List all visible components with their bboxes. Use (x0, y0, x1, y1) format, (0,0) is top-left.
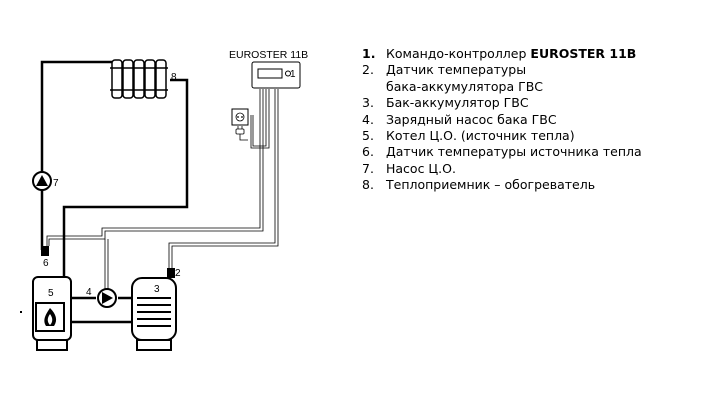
legend-item: 1. Командо-контроллер EUROSTER 11B (362, 46, 637, 61)
ch-pump-number: 7 (53, 178, 59, 189)
power-plug-icon (235, 126, 245, 135)
legend-item: 4. Зарядный насос бака ГВС (362, 111, 557, 127)
radiator-number: 8 (171, 72, 177, 83)
stray-dot (20, 311, 22, 313)
heat-source-sensor (41, 246, 49, 256)
controller-title: EUROSTER 11B (229, 49, 308, 61)
charge-pump-number: 4 (86, 287, 92, 298)
ch-pump (32, 171, 52, 191)
legend-item: 3. Бак-аккумулятор ГВС (362, 95, 529, 111)
legend-item: 8. Теплоприемник – обогреватель (362, 177, 596, 193)
charge-pump (97, 288, 117, 308)
return-pipe (62, 78, 189, 277)
legend-item: 5. Котел Ц.О. (источник тепла) (362, 128, 575, 144)
controller (251, 61, 301, 89)
radiator (110, 59, 168, 99)
dhw-sensor (167, 268, 175, 278)
boiler (32, 276, 72, 351)
dhw-sensor-number: 2 (175, 268, 181, 279)
legend-item: 7. Насос Ц.О. (362, 160, 456, 176)
heat-source-sensor-number: 6 (43, 258, 49, 269)
controller-number: 1 (290, 69, 296, 80)
sensor-wires (46, 89, 279, 289)
power-socket-icon (231, 108, 249, 126)
boiler-number: 5 (48, 288, 54, 299)
dhw-tank-number: 3 (154, 284, 160, 295)
supply-pipe (40, 60, 112, 250)
legend: 1. Командо-контроллер EUROSTER 11B 2. Да… (362, 46, 642, 194)
legend-item: 6. Датчик температуры источника тепла (362, 144, 642, 160)
dhw-tank (131, 277, 177, 351)
